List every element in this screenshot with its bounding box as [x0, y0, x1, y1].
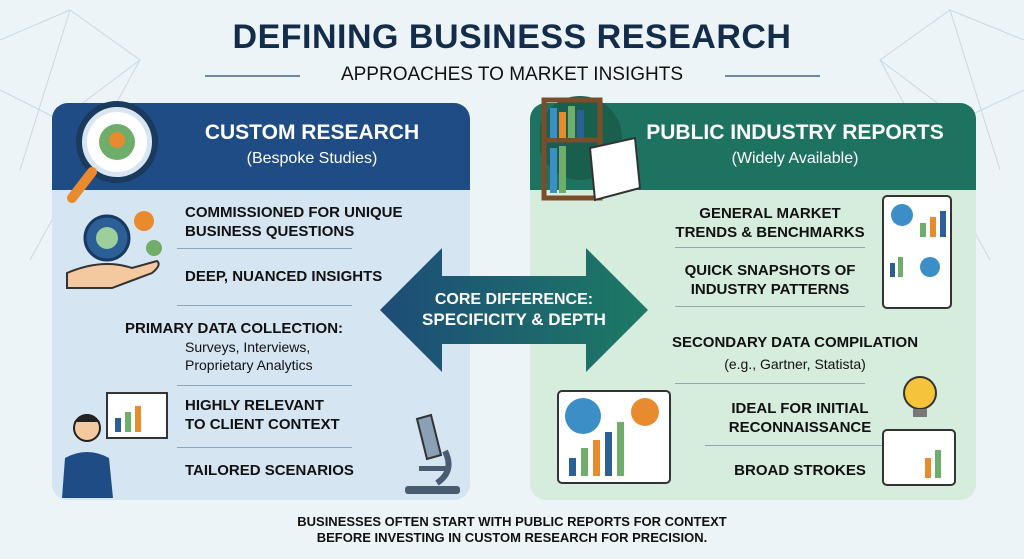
item-broad-strokes: BROAD STROKES	[734, 462, 866, 479]
divider	[725, 75, 820, 77]
presenter-chart-icon	[62, 392, 168, 498]
panel-subtitle: (Widely Available)	[731, 150, 859, 167]
panel-title: CUSTOM RESEARCH	[204, 121, 420, 144]
item-secondary-data: SECONDARY DATA COMPILATION	[671, 334, 919, 351]
divider	[675, 247, 865, 248]
divider	[177, 248, 352, 249]
divider	[705, 445, 885, 446]
item-deep-insights: DEEP, NUANCED INSIGHTS	[185, 268, 383, 285]
microscope-icon	[405, 413, 460, 494]
item-secondary-data-detail: (e.g., Gartner, Statista)	[724, 356, 866, 372]
item-primary-data: PRIMARY DATA COLLECTION:	[125, 320, 344, 337]
double-arrow	[380, 248, 648, 372]
item-tailored: TAILORED SCENARIOS	[185, 462, 354, 479]
bookshelf-papers-icon	[540, 96, 642, 202]
magnifier-gear-icon	[67, 101, 158, 203]
divider	[177, 305, 352, 306]
page-title: DEFINING BUSINESS RESEARCH	[232, 18, 792, 56]
gears-hand-icon	[66, 211, 162, 289]
divider	[675, 383, 865, 384]
divider	[205, 75, 300, 77]
panel-subtitle: (Bespoke Studies)	[246, 150, 378, 167]
panel-title: PUBLIC INDUSTRY REPORTS	[646, 121, 944, 144]
globe-chart-icon	[557, 390, 671, 484]
report-document-icon	[882, 195, 952, 309]
footer-note: BUSINESSES OFTEN START WITH PUBLIC REPOR…	[297, 514, 727, 545]
divider	[675, 306, 865, 307]
divider	[177, 447, 352, 448]
core-difference-label: CORE DIFFERENCE: SPECIFICITY & DEPTH	[422, 291, 606, 329]
item-primary-data-detail: Proprietary Analytics	[185, 357, 313, 373]
lightbulb-report-icon	[882, 376, 956, 486]
page-subtitle: APPROACHES TO MARKET INSIGHTS	[340, 64, 684, 85]
item-primary-data-detail: Surveys, Interviews,	[185, 339, 311, 355]
divider	[177, 385, 352, 386]
